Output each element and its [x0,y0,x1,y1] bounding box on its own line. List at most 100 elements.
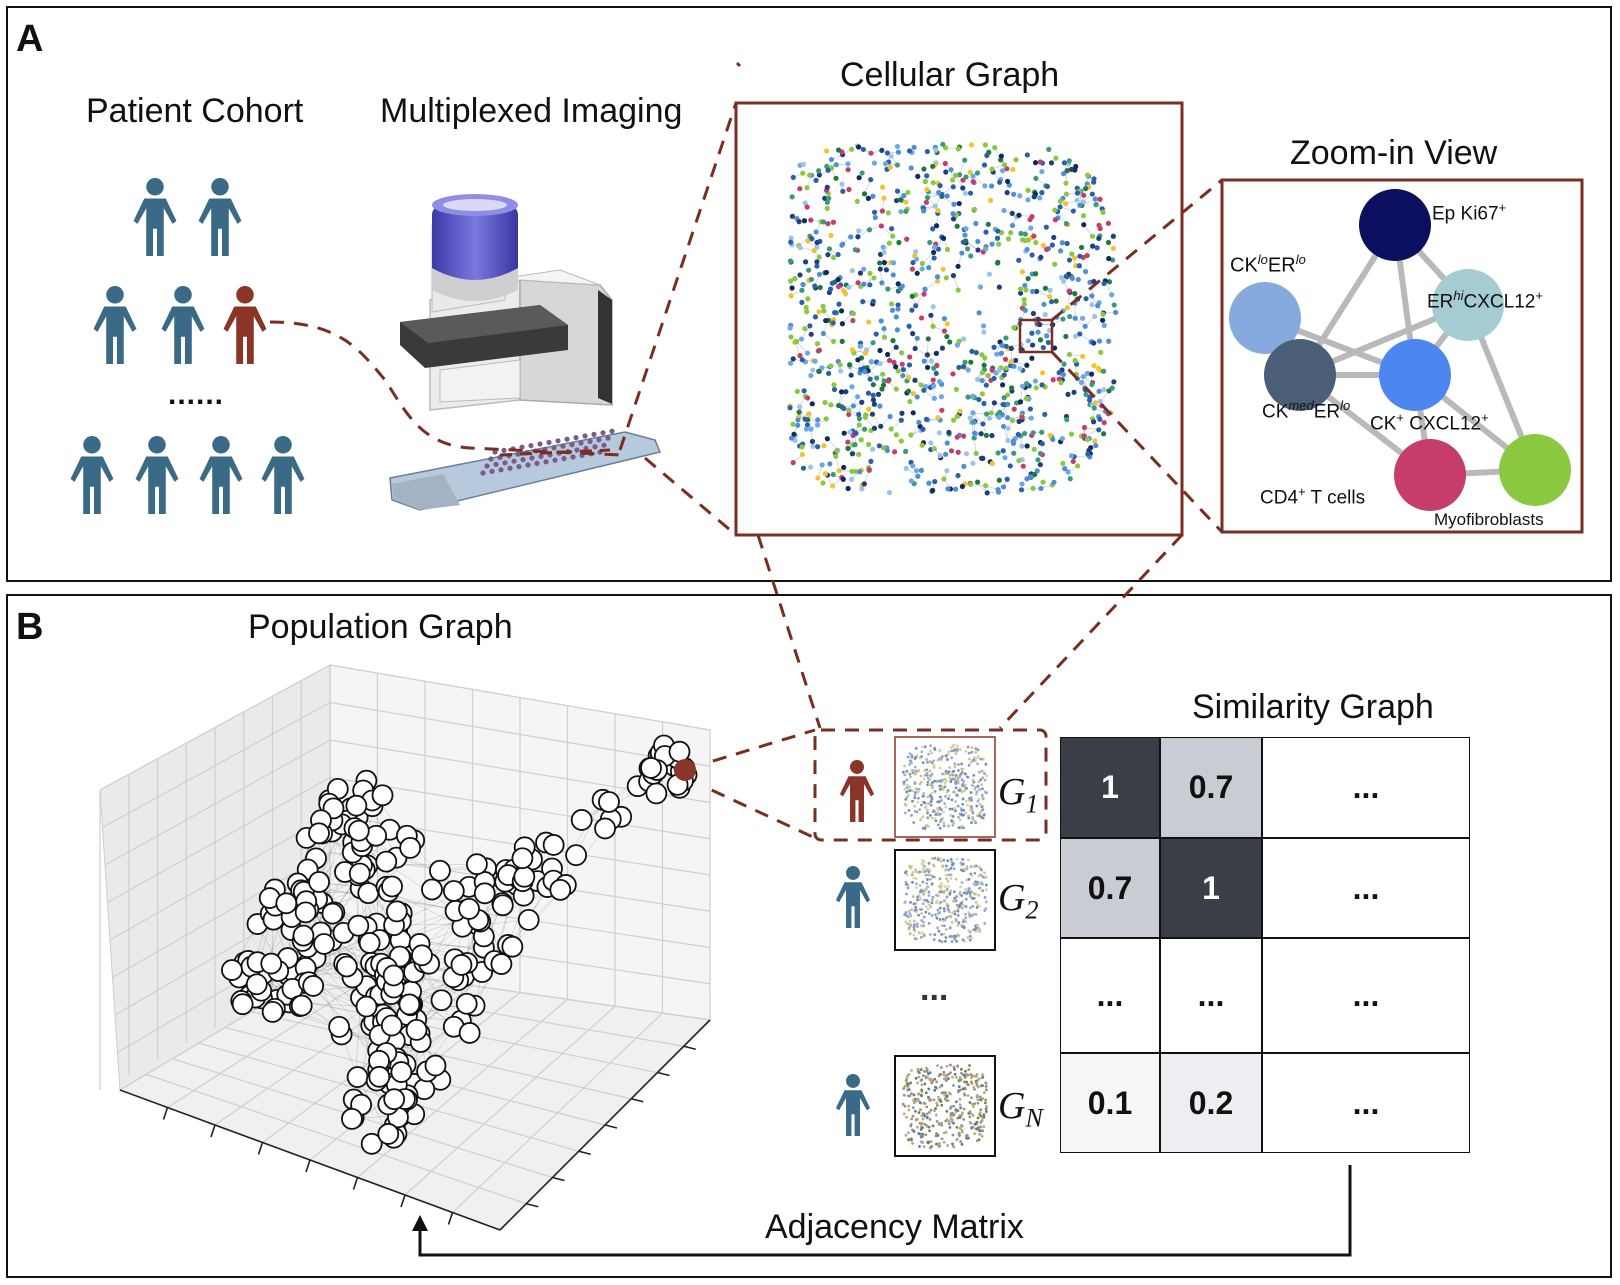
patient-graph-node [450,954,473,976]
cell-node [1020,463,1026,469]
patient-graph-node [430,989,453,1012]
cell-node [816,168,822,174]
cell-node [960,185,966,191]
cell-node [804,204,810,210]
cell-node [1069,275,1075,282]
cell-node [925,336,931,342]
cell-node [787,405,793,411]
cell-node [1097,416,1103,422]
cell-node [1009,417,1016,424]
cell-node [941,328,948,334]
cell-node [824,205,830,212]
cell-node [955,146,961,152]
cell-node [820,303,826,309]
cell-node [927,239,933,246]
cell-node [1092,313,1098,319]
cell-node [873,331,879,337]
patient-graph-node [347,819,370,842]
matrix-cell: 0.7 [1060,838,1160,938]
cell-node [930,323,936,329]
cell-node [1084,172,1091,178]
cell-node [1051,234,1057,241]
cell-node [1066,351,1073,358]
cell-node [1097,225,1103,232]
tissue-spot [543,459,549,465]
cell-node [1035,457,1041,463]
cell-node [988,183,995,189]
cell-node [900,373,906,379]
cell-node [908,165,914,171]
cell-node [822,399,828,406]
cell-node [807,323,813,329]
cell-node [854,198,860,204]
cell-node [1062,466,1068,472]
cell-node [940,266,946,272]
cell-node [912,253,918,259]
cell-node [809,236,815,242]
patient-graph-node [411,944,433,967]
cell-node [1060,460,1066,466]
cell-node [903,208,909,214]
cell-node [845,167,851,173]
cell-node [847,362,853,368]
cell-node [866,319,872,325]
cell-node [996,367,1002,373]
cell-node [903,448,909,454]
cell-node [1061,361,1067,367]
cell-node [1094,245,1100,251]
cell-node [1071,389,1077,395]
cell-node [919,442,925,448]
cell-node [963,451,970,457]
cell-node [826,246,833,252]
cell-node [1092,438,1098,444]
cell-node [809,401,815,407]
cell-node [861,266,867,272]
matrix-cell: ... [1262,1053,1470,1153]
patient-icon [161,286,205,364]
cell-node [890,233,896,239]
cell-node [1069,251,1075,257]
cell-node [886,490,893,496]
cell-node [956,200,962,207]
patient-graph-node [355,995,378,1018]
cell-node [842,291,849,297]
cell-node [899,361,905,367]
cell-node [984,490,990,496]
cell-node [825,221,831,227]
cell-node [1079,315,1086,321]
cell-node [1009,222,1016,229]
zoom-node-ck_med_er_lo [1264,339,1336,411]
cell-node [867,376,873,382]
zoom-in-view-title: Zoom-in View [1290,134,1498,172]
cell-node [999,342,1005,348]
cell-node [1080,199,1086,205]
cell-node [1061,160,1068,166]
cell-node [1037,450,1044,457]
cell-node [881,326,887,332]
cell-node [968,142,975,148]
cell-node [871,160,878,166]
cell-node [788,293,794,299]
cell-node [1001,372,1007,378]
cell-node [928,312,934,318]
cell-node [1029,288,1036,295]
tissue-spot [564,436,570,442]
cell-node [816,254,822,260]
cell-node [1098,349,1104,355]
patient-graph-node [261,1001,284,1023]
cell-node [895,281,901,287]
cell-node [1040,479,1046,485]
cell-node [1033,240,1039,246]
cell-node [814,239,820,246]
dashed-connectors [269,61,1224,840]
cell-node [978,431,984,437]
cell-node [895,302,901,308]
cell-node [1033,175,1039,182]
cell-node [1001,395,1007,401]
patient-graph-node [383,1088,406,1111]
cell-node [941,476,947,482]
cell-node [955,263,961,269]
patient-graph-node [302,975,325,997]
cell-node [875,391,882,397]
zoom-label-ck-cxcl12: CK+ CXCL12+ [1370,410,1489,435]
